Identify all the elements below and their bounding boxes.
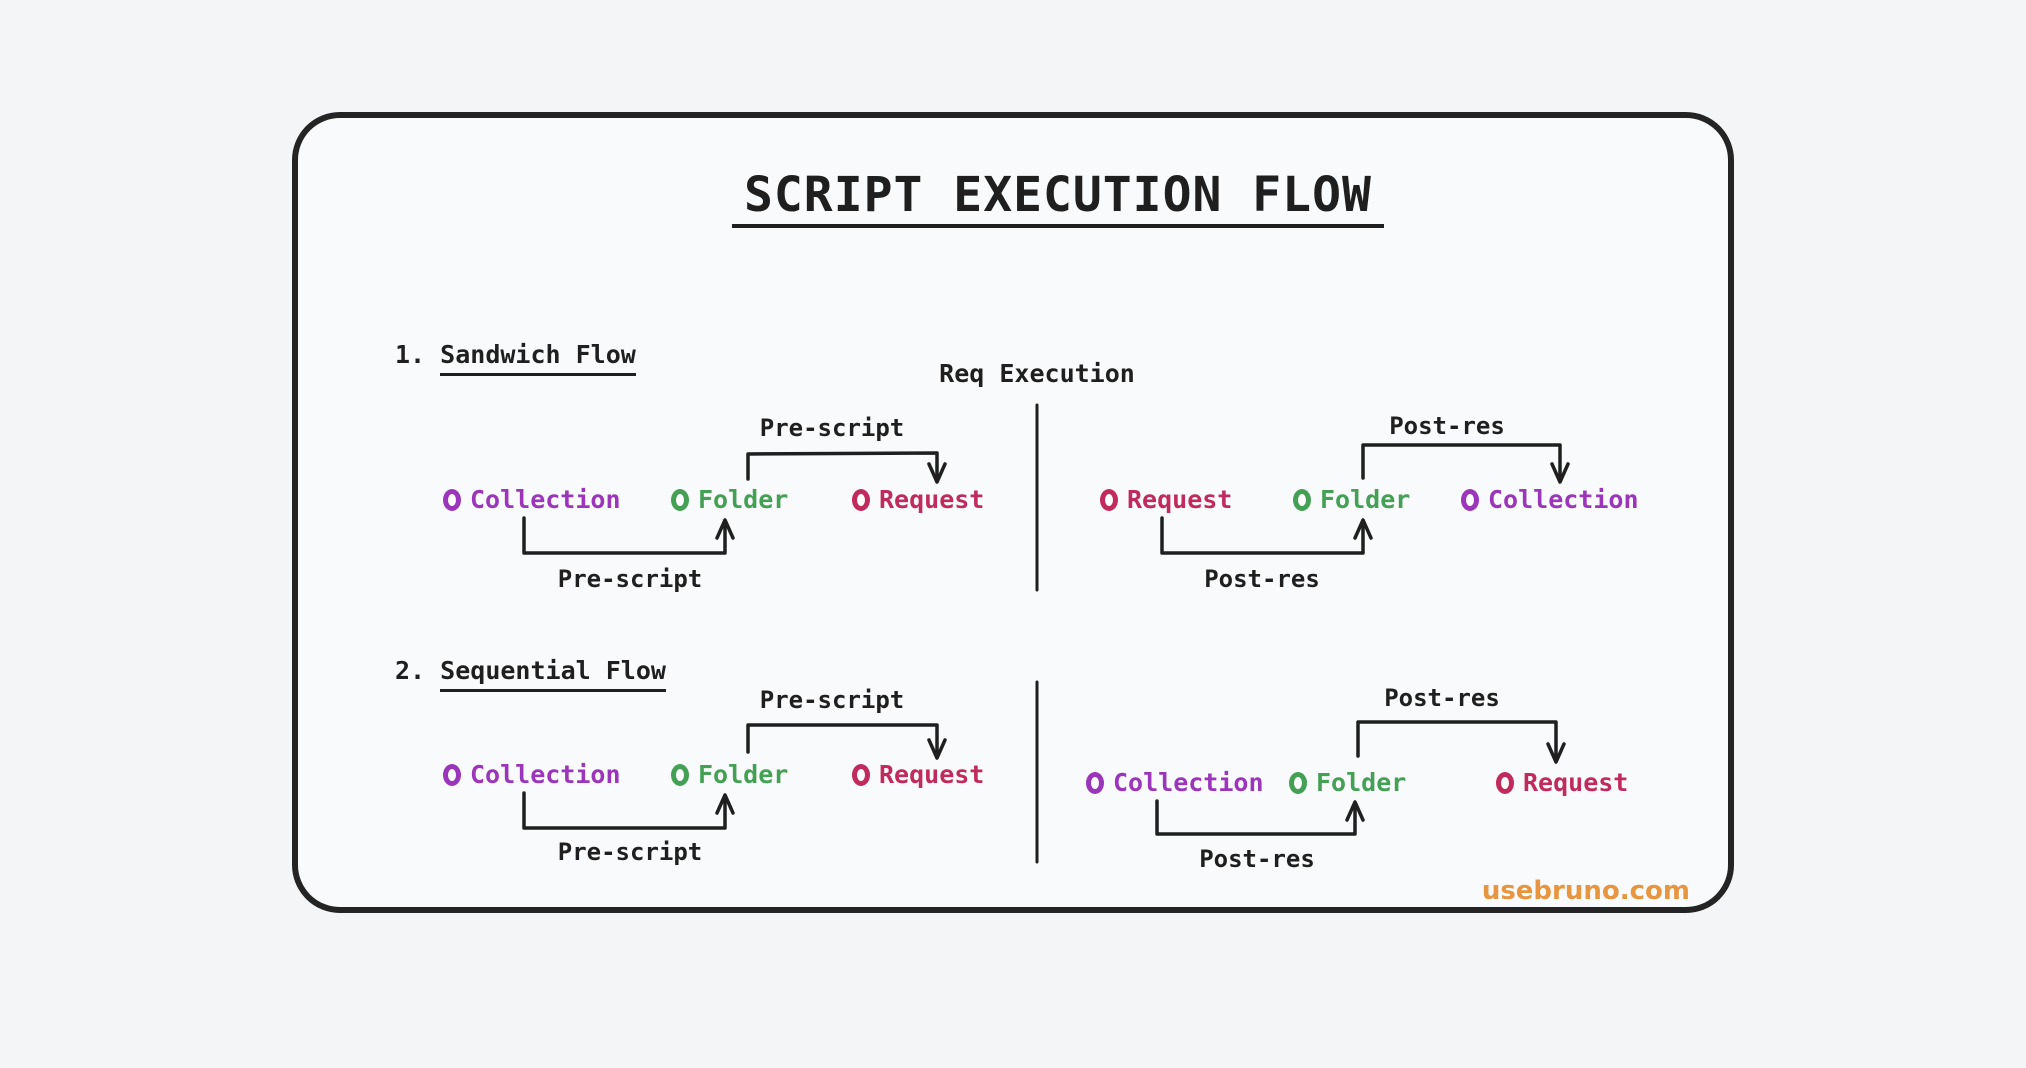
row2-post-request-node: Request <box>1496 767 1628 799</box>
row1-pre-bottom-bracket <box>522 516 727 555</box>
folder-dot-icon <box>1293 489 1311 511</box>
node-label: Request <box>879 485 985 514</box>
row2-pre-bottom-arrowhead <box>715 793 735 815</box>
node-label: Request <box>879 760 985 789</box>
row2-pre-script-bottom-label: Pre-script <box>557 838 703 866</box>
req-execution-label: Req Execution <box>939 359 1135 388</box>
heading-text: Sequential Flow <box>440 656 666 692</box>
row2-post-res-bottom-label: Post-res <box>1199 845 1315 873</box>
row2-post-top-bracket <box>1356 720 1558 758</box>
row2-post-res-top-label: Post-res <box>1384 684 1500 712</box>
row2-pre-request-node: Request <box>852 759 984 791</box>
collection-dot-icon <box>1086 772 1104 794</box>
heading-text: Sandwich Flow <box>440 340 636 376</box>
node-label: Collection <box>1488 485 1639 514</box>
row1-post-top-arrowhead <box>1550 462 1570 484</box>
request-dot-icon <box>852 489 870 511</box>
request-dot-icon <box>1496 772 1514 794</box>
row1-pre-collection-node: Collection <box>443 484 621 516</box>
row2-pre-top-arrowhead <box>927 738 947 760</box>
row1-pre-script-top-label: Pre-script <box>759 414 905 442</box>
page-title: SCRIPT EXECUTION FLOW <box>732 168 1384 228</box>
row2-pre-top-bracket <box>746 723 939 754</box>
row1-post-bottom-bracket <box>1160 516 1365 555</box>
request-dot-icon <box>1100 489 1118 511</box>
row2-pre-folder-node: Folder <box>671 759 788 791</box>
node-label: Request <box>1127 485 1233 514</box>
node-label: Collection <box>1113 768 1264 797</box>
collection-dot-icon <box>1461 489 1479 511</box>
row1-pre-bottom-arrowhead <box>715 518 735 540</box>
row1-post-top-bracket <box>1361 443 1562 480</box>
row1-pre-top-arrowhead <box>927 462 947 484</box>
row1-post-collection-node: Collection <box>1461 484 1639 516</box>
node-label: Collection <box>470 760 621 789</box>
request-dot-icon <box>852 764 870 786</box>
folder-dot-icon <box>671 764 689 786</box>
sandwich-flow-heading: 1. Sandwich Flow <box>395 340 636 376</box>
row1-post-folder-node: Folder <box>1293 484 1410 516</box>
node-label: Folder <box>1320 485 1411 514</box>
heading-number: 2. <box>395 656 426 685</box>
folder-dot-icon <box>1289 772 1307 794</box>
connector-arrows-layer <box>522 403 1570 864</box>
node-label: Folder <box>698 760 789 789</box>
node-label: Folder <box>1316 768 1407 797</box>
sequential-flow-heading: 2. Sequential Flow <box>395 656 666 692</box>
row1-pre-top-bracket <box>746 451 939 481</box>
collection-dot-icon <box>443 764 461 786</box>
row1-post-res-bottom-label: Post-res <box>1204 565 1320 593</box>
row1-pre-script-bottom-label: Pre-script <box>557 565 703 593</box>
node-label: Folder <box>698 485 789 514</box>
heading-number: 1. <box>395 340 426 369</box>
diagram-card: SCRIPT EXECUTION FLOW Req Execution 1. S… <box>292 112 1734 913</box>
row1-pre-folder-node: Folder <box>671 484 788 516</box>
node-label: Request <box>1523 768 1629 797</box>
row1-post-request-node: Request <box>1100 484 1232 516</box>
row1-post-res-top-label: Post-res <box>1389 412 1505 440</box>
row2-post-top-arrowhead <box>1546 742 1566 764</box>
row2-post-collection-node: Collection <box>1086 767 1264 799</box>
diagram-title-wrap: SCRIPT EXECUTION FLOW <box>732 168 1384 228</box>
usebruno-watermark: usebruno.com <box>1481 876 1690 906</box>
row1-pre-request-node: Request <box>852 484 984 516</box>
folder-dot-icon <box>671 489 689 511</box>
row2-pre-collection-node: Collection <box>443 759 621 791</box>
row2-pre-script-top-label: Pre-script <box>759 686 905 714</box>
row2-post-bottom-bracket <box>1155 799 1357 836</box>
collection-dot-icon <box>443 489 461 511</box>
node-label: Collection <box>470 485 621 514</box>
row2-post-folder-node: Folder <box>1289 767 1406 799</box>
row2-pre-bottom-bracket <box>522 791 727 830</box>
row1-post-bottom-arrowhead <box>1353 518 1373 540</box>
row2-post-bottom-arrowhead <box>1345 800 1365 822</box>
